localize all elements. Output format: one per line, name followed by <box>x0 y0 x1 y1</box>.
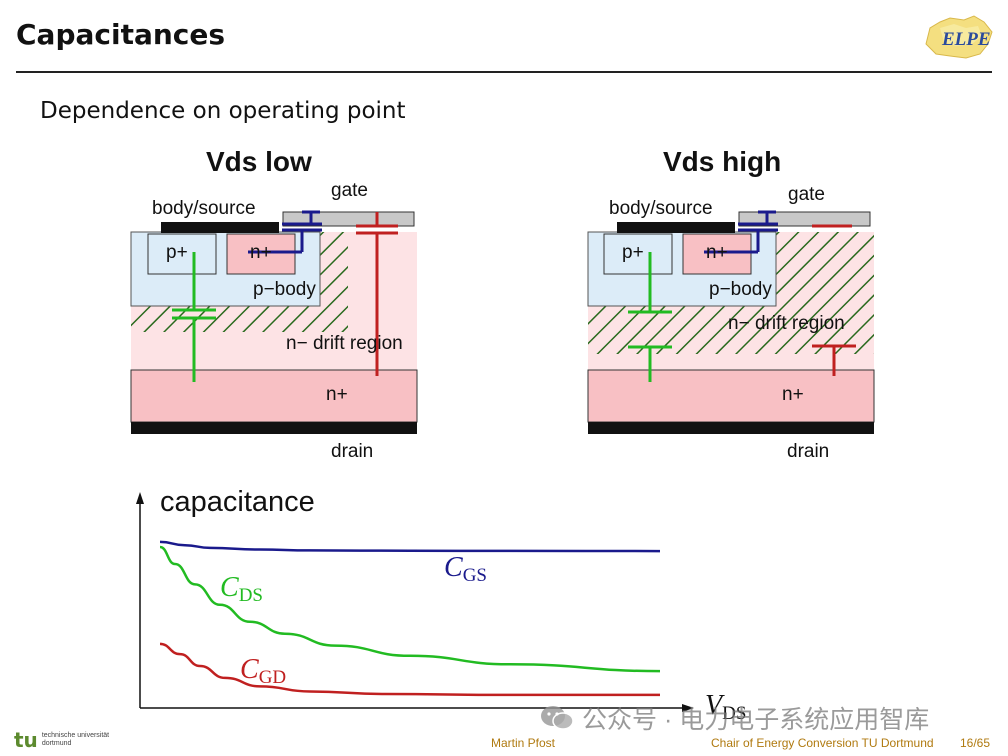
chart-title: capacitance <box>160 486 315 518</box>
label-p-plus-high: p+ <box>622 242 644 263</box>
label-p-body-high: p−body <box>709 279 772 300</box>
mosfet-cross-sections <box>130 210 875 434</box>
label-body-source-low: body/source <box>152 198 256 219</box>
p-plus-low <box>147 233 217 275</box>
label-n-plus-source-high: n+ <box>706 242 728 263</box>
chart-axes <box>136 492 694 712</box>
source-metal-high <box>617 222 735 233</box>
cgd-symbol-low <box>356 212 398 376</box>
label-drain-low: drain <box>331 441 374 462</box>
source-metal-low <box>161 222 279 233</box>
y-axis-arrow <box>136 492 144 504</box>
label-cgd: CGD <box>240 654 287 688</box>
label-n-plus-source-low: n+ <box>250 242 272 263</box>
tu-mark: tu <box>14 728 38 752</box>
label-cds: CDS <box>220 572 263 606</box>
watermark: 公众号 · 电力电子系统应用智库 <box>540 700 929 736</box>
footer-author: Martin Pfost <box>491 736 556 750</box>
series-cgs <box>159 540 661 553</box>
n-plus-substrate-high <box>587 369 875 423</box>
diagram-vds-high <box>587 210 875 434</box>
label-cgs: CGS <box>444 552 487 586</box>
watermark-text: 公众号 · 电力电子系统应用智库 <box>582 706 930 734</box>
label-n-plus-high: n+ <box>782 384 804 405</box>
label-drain-high: drain <box>787 441 830 462</box>
title-divider <box>16 71 992 73</box>
cds-symbol-high <box>628 252 672 382</box>
drain-metal-low <box>131 422 417 434</box>
label-drift-low: n− drift region <box>286 333 403 354</box>
label-drift-high: n− drift region <box>728 313 845 334</box>
footer-chair: Chair of Energy Conversion TU Dortmund <box>711 736 934 750</box>
label-n-plus-low: n+ <box>326 384 348 405</box>
label-body-source-high: body/source <box>609 198 713 219</box>
cds-symbol-low <box>172 252 216 382</box>
label-p-plus-low: p+ <box>166 242 188 263</box>
diagram-vds-low <box>130 210 418 434</box>
x-axis-arrow <box>682 704 694 712</box>
drain-metal-high <box>588 422 874 434</box>
p-plus-high <box>603 233 673 275</box>
slide-title: Capacitances <box>16 18 226 51</box>
series-cgd <box>159 642 660 697</box>
cgd-symbol-high <box>812 224 856 376</box>
footer-page: 16/65 <box>960 736 991 750</box>
label-p-body-low: p−body <box>253 279 316 300</box>
label-gate-high: gate <box>788 184 825 205</box>
logo-text: ELPE <box>941 29 991 50</box>
tu-line1: technische universität <box>41 732 110 739</box>
label-gate-low: gate <box>331 180 368 201</box>
elpe-logo: ELPE <box>920 14 996 65</box>
slide-subtitle: Dependence on operating point <box>40 98 406 124</box>
series-cds <box>159 545 661 673</box>
n-plus-substrate-low <box>130 369 418 423</box>
x-axis-label: VDS <box>705 690 747 724</box>
n-plus-source-high <box>682 233 752 275</box>
tu-line2: dortmund <box>41 740 72 747</box>
wechat-icon <box>541 706 574 730</box>
heading-vds-low: Vds low <box>206 146 312 177</box>
heading-vds-high: Vds high <box>663 146 782 177</box>
cgs-symbol-high <box>704 210 778 254</box>
n-plus-source-low <box>226 233 296 275</box>
cgs-symbol-low <box>248 210 322 254</box>
